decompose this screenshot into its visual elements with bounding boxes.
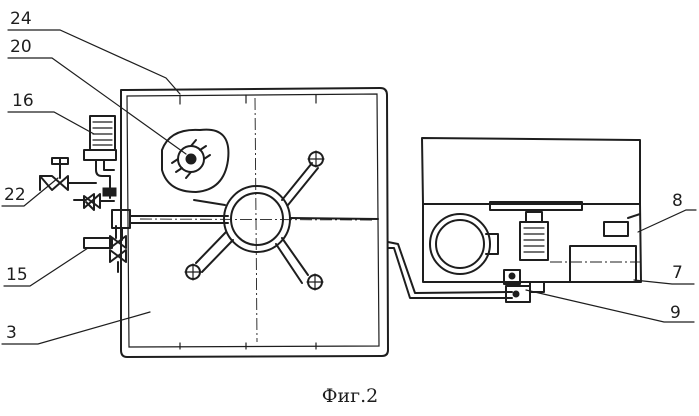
figure-caption: Фиг.2 <box>322 385 379 407</box>
label-24: 24 <box>10 9 32 29</box>
label-7: 7 <box>672 263 683 283</box>
label-22: 22 <box>4 185 26 205</box>
label-8: 8 <box>672 191 683 211</box>
label-15: 15 <box>6 265 28 285</box>
motor-16 <box>84 116 116 198</box>
label-9: 9 <box>670 303 681 323</box>
label-16: 16 <box>12 91 34 111</box>
agitator <box>185 151 324 290</box>
label-20: 20 <box>10 37 32 57</box>
tank-body <box>121 88 388 357</box>
equipment-unit <box>422 138 641 292</box>
connecting-pipe <box>388 242 530 302</box>
impeller-assembly <box>162 130 228 192</box>
valve-15 <box>84 210 130 272</box>
label-3: 3 <box>6 323 17 343</box>
leader-lines <box>2 30 696 344</box>
